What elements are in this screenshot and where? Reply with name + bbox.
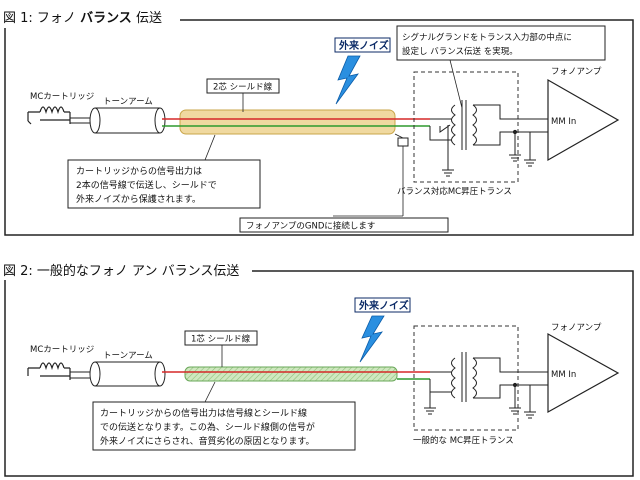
- fig1-note-line1: カートリッジからの信号出力は: [76, 165, 202, 177]
- fig1-lightning-icon: [335, 55, 361, 105]
- fig2-noise-label: 外来ノイズ: [358, 299, 409, 312]
- fig1-transformer-icon: [429, 100, 548, 177]
- fig2-tonearm-label: トーンアーム: [103, 351, 153, 361]
- fig2-note-line1: カートリッジからの信号出力は信号線とシールド線: [100, 407, 307, 419]
- fig2-cartridge-icon: [27, 362, 71, 380]
- fig1-noise-label: 外来ノイズ: [338, 39, 389, 52]
- fig2-cable-label-box: [184, 330, 258, 346]
- fig2-tonearm-icon: [89, 361, 166, 387]
- fig1-frame: [4, 19, 634, 236]
- fig2-transformer-label: 一般的な MC昇圧トランス: [413, 435, 514, 446]
- fig1-top-note-line1: シグナルグランドをトランス入力部の中点に: [402, 32, 572, 43]
- fig2-lightning-icon: [359, 315, 385, 363]
- fig2-transformer-icon: [424, 352, 548, 415]
- fig1-top-note-box: [396, 25, 606, 61]
- fig1-note-box: [67, 159, 261, 209]
- fig2-note-box: [92, 401, 356, 451]
- fig2-cartridge-label: MCカートリッジ: [30, 345, 94, 355]
- fig1-amp-input: MM In: [551, 117, 576, 127]
- figure-2: 図 2: 一般的なフォノ アン バランス伝送 MCカートリッジ トーンアーム 1…: [0, 260, 634, 477]
- fig1-note-line2: 2本の信号線で伝送し、シールドで: [76, 179, 217, 191]
- fig2-frame: [4, 270, 634, 477]
- fig2-title: 図 2: 一般的なフォノ アン バランス伝送: [3, 263, 239, 279]
- fig1-ground-clip: [397, 137, 409, 147]
- fig1-transformer-label: バランス対応MC昇圧トランス: [397, 186, 512, 197]
- fig1-noise-label-box: [334, 37, 391, 53]
- fig2-note-line2: での伝送となります。この為、シールド線側の信号が: [100, 421, 315, 433]
- fig2-note-line3: 外来ノイズにさらされ、音質劣化の原因となります。: [100, 435, 314, 447]
- fig1-cartridge-label: MCカートリッジ: [30, 92, 94, 102]
- figure-1: 図 1: フォノ バランス 伝送 MCカートリッジ トーンアーム 2芯 シールド…: [0, 8, 634, 236]
- fig1-transformer-box: [413, 71, 519, 183]
- fig1-gnd-note: フォノアンプのGNDに接続します: [246, 221, 375, 232]
- fig2-noise-label-box: [354, 297, 411, 313]
- fig2-cable-label: 1芯 シールド線: [191, 334, 251, 345]
- fig1-amp-label: フォノアンプ: [551, 67, 602, 77]
- fig2-amp-label: フォノアンプ: [551, 323, 602, 333]
- fig1-title: 図 1: フォノ バランス 伝送: [3, 11, 162, 26]
- fig2-shield: [184, 366, 398, 382]
- fig1-cartridge-icon: [27, 106, 71, 125]
- fig2-amp-input: MM In: [551, 370, 576, 380]
- fig1-shield: [179, 109, 396, 135]
- fig1-amp-icon: [547, 78, 620, 162]
- fig2-amp-icon: [547, 332, 620, 414]
- fig1-note-line3: 外来ノイズから保護されます。: [76, 193, 201, 205]
- fig1-cable-label: 2芯 シールド線: [213, 82, 273, 93]
- fig2-transformer-box: [413, 325, 519, 431]
- fig1-tonearm-icon: [89, 107, 166, 134]
- fig1-tonearm-label: トーンアーム: [103, 97, 153, 107]
- fig1-top-note-line2: 設定し バランス伝送 を実現。: [402, 46, 518, 57]
- fig1-gnd-note-box: [239, 217, 449, 233]
